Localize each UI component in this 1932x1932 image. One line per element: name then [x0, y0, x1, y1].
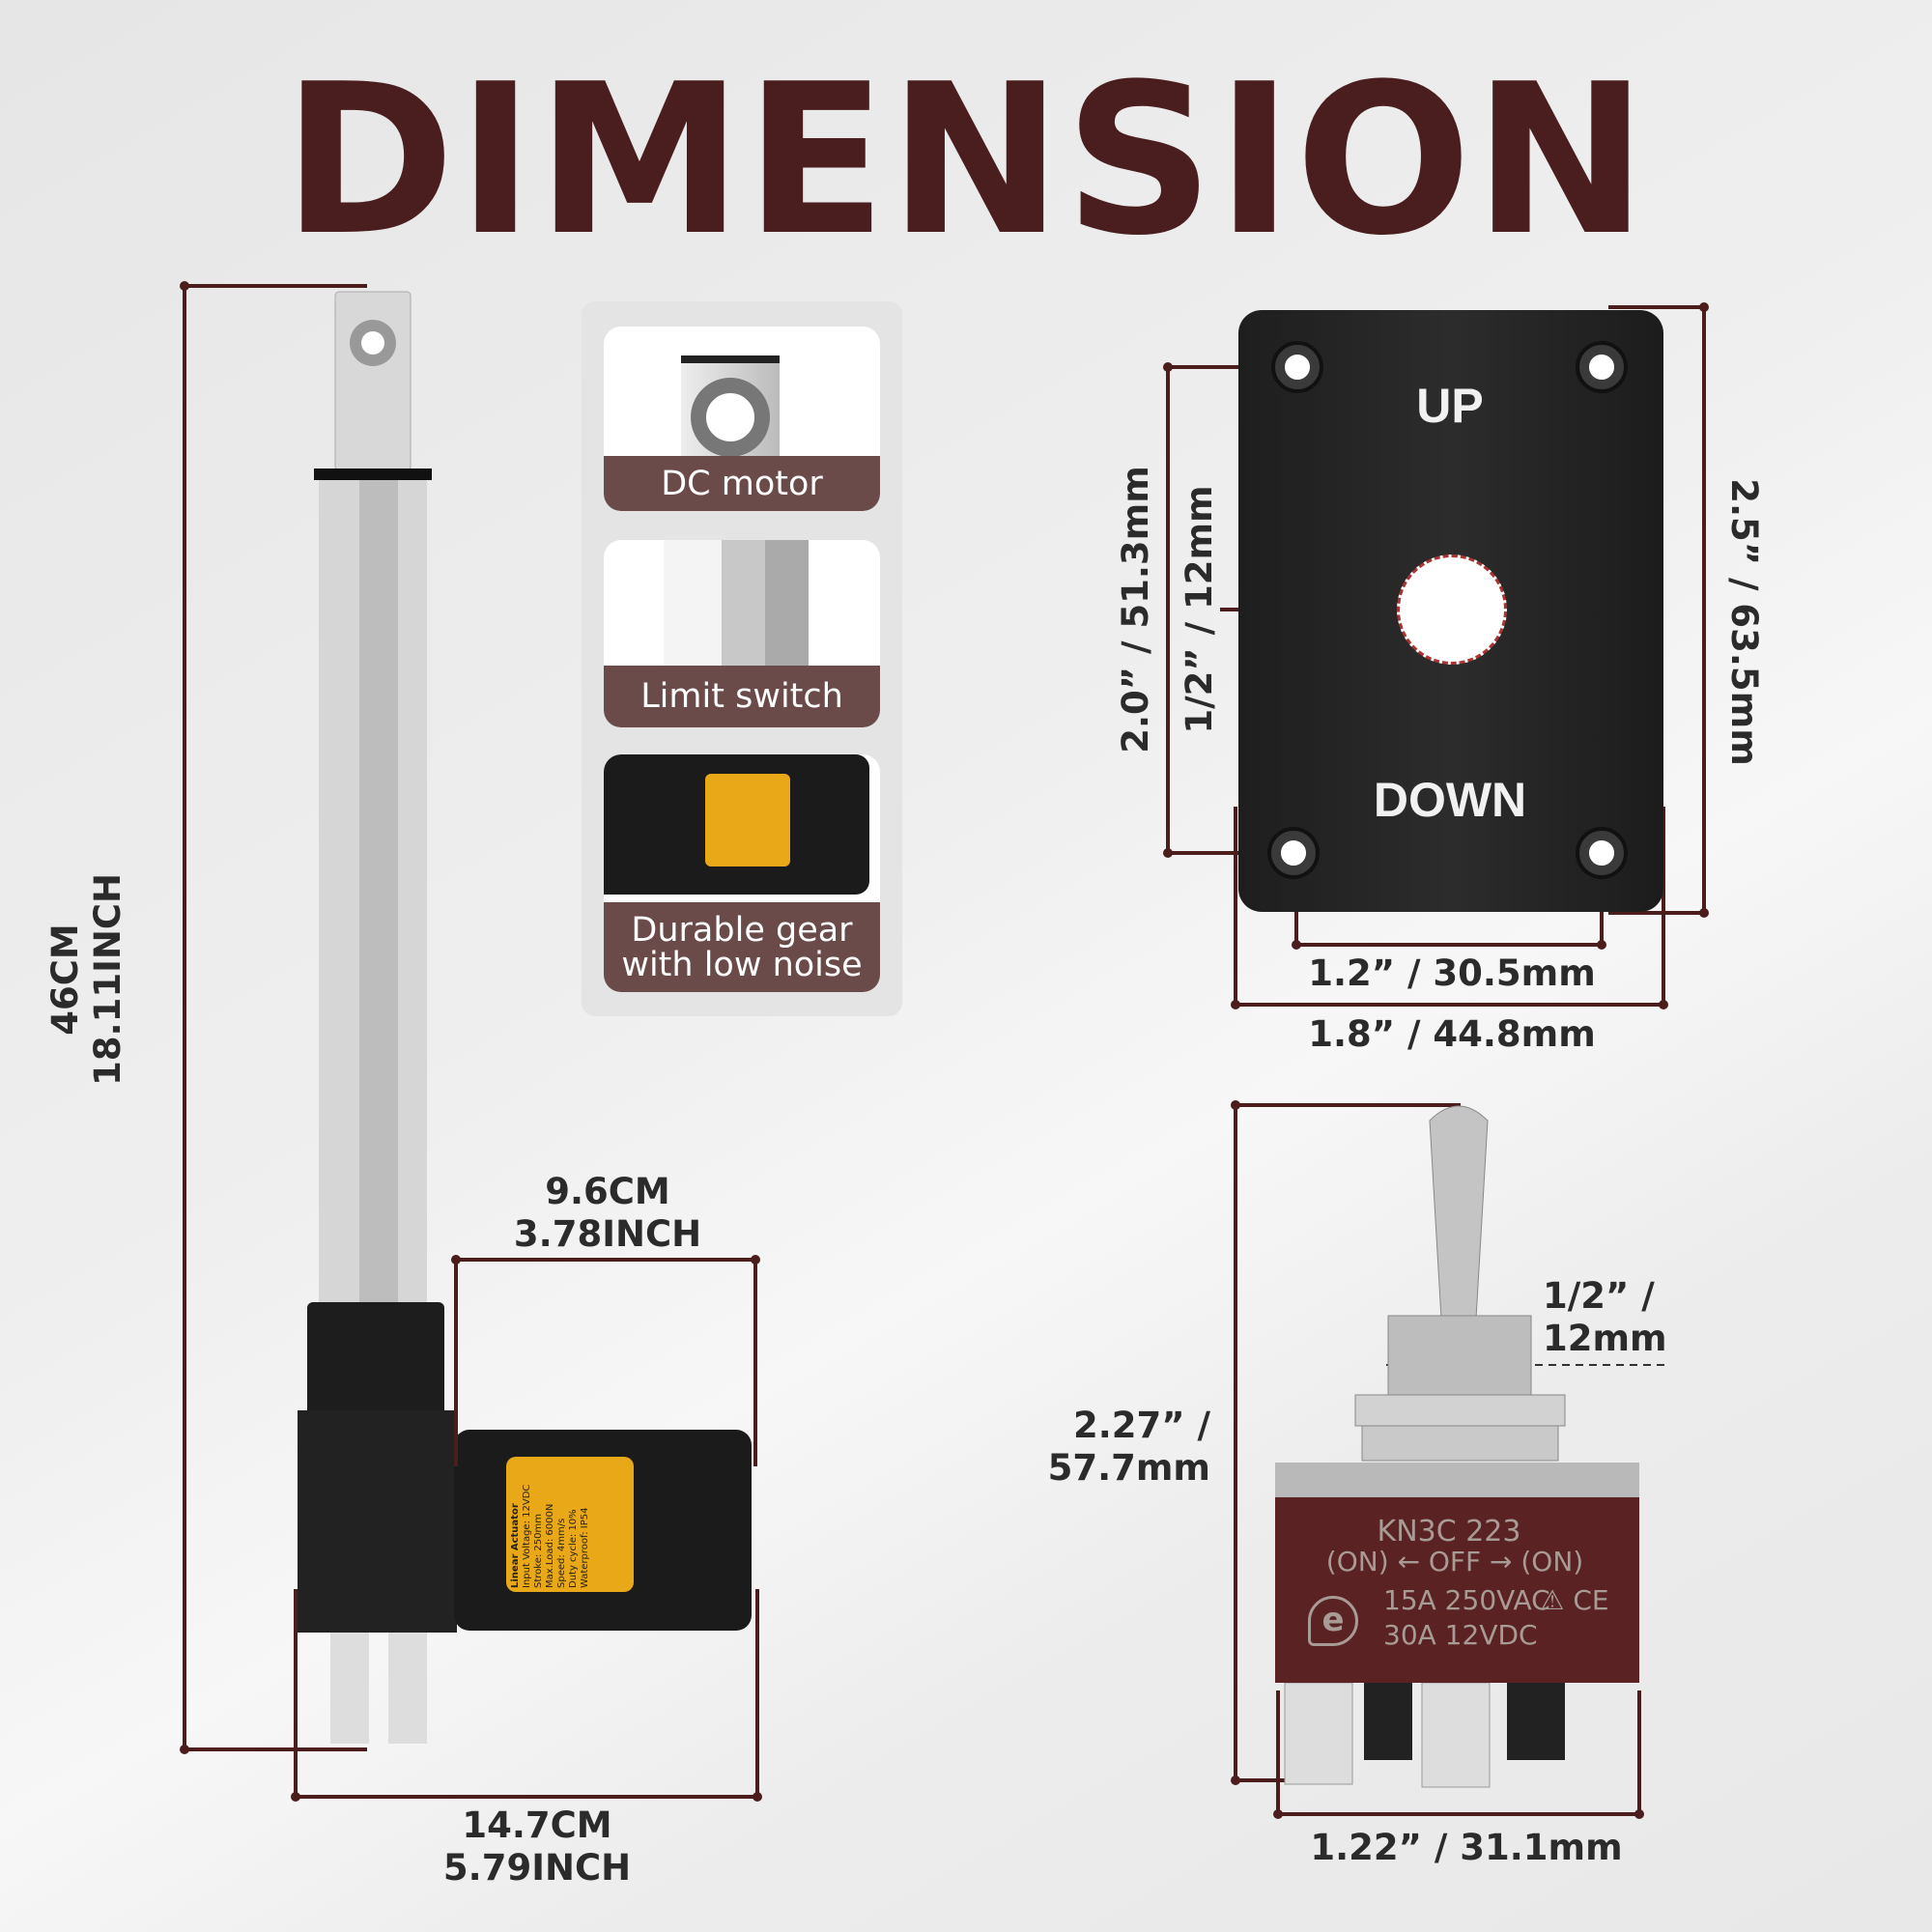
motor-sticker: Linear Actuator Input Voltage: 12VDC Str…	[510, 1461, 630, 1588]
length-inch: 18.11INCH	[87, 873, 128, 1086]
plate-width: 1.8” / 44.8mm	[1308, 1013, 1596, 1055]
sticker-line: Linear Actuator	[510, 1503, 521, 1588]
feature-label: Limit switch	[604, 666, 880, 727]
sticker-line: Max.Load: 6000N	[545, 1503, 555, 1588]
switch-plate: UP DOWN	[1238, 310, 1663, 912]
linear-actuator-illustration	[298, 291, 752, 1744]
switch-height-label: 2.27” / 57.7mm	[1048, 1405, 1210, 1490]
motor-width-label: 9.6CM 3.78INCH	[514, 1171, 701, 1256]
toggle-switch-body	[1275, 1463, 1639, 1683]
sticker-line: Duty cycle: 10%	[568, 1509, 579, 1588]
feature-card-gear: Durable gear with low noise	[604, 754, 880, 992]
ce-mark-icon: ⚠ CE	[1540, 1584, 1609, 1616]
mounting-hole	[1271, 831, 1316, 875]
switch-positions: (ON) ← OFF → (ON)	[1325, 1546, 1584, 1577]
switch-height-inch: 2.27” /	[1072, 1405, 1210, 1446]
mounting-hole	[1579, 345, 1624, 389]
plate-height: 2.5” / 63.5mm	[1723, 478, 1765, 766]
sticker-line: Speed: 4mm/s	[556, 1518, 567, 1588]
actuator-length-label: 46CM 18.11INCH	[44, 873, 129, 1086]
mounting-hole	[1579, 831, 1624, 875]
page-title: DIMENSION	[282, 39, 1650, 281]
switch-thread-label: 1/2” / 12mm	[1543, 1275, 1667, 1360]
sticker-line: Input Voltage: 12VDC	[522, 1484, 532, 1588]
eyelet-icon	[691, 378, 770, 457]
switch-rating-dc: 30A 12VDC	[1383, 1619, 1538, 1651]
mounting-hole	[1275, 345, 1320, 389]
motor-width-inch: 3.78INCH	[513, 1213, 702, 1255]
switch-model: KN3C 223	[1377, 1515, 1521, 1548]
rod-end-image	[681, 355, 780, 479]
toggle-switch-frame	[1275, 1463, 1639, 1497]
motor-image	[604, 754, 869, 895]
sticker-line: Waterproof: IP54	[580, 1507, 590, 1588]
up-label: UP	[1416, 379, 1484, 433]
plate-hole-spacing-horizontal: 1.2” / 30.5mm	[1308, 952, 1596, 994]
feature-card-limit-switch: Limit switch	[604, 540, 880, 727]
length-cm: 46CM	[44, 923, 86, 1036]
sticker-image	[705, 774, 790, 867]
switch-thread-inch: 1/2” /	[1543, 1275, 1655, 1317]
feature-label: DC motor	[604, 456, 880, 511]
motor-width-cm: 9.6CM	[545, 1171, 670, 1212]
sticker-line: Stroke: 250mm	[533, 1514, 544, 1588]
feature-panel: DC motor Limit switch Durable gear with …	[582, 301, 902, 1016]
plate-center-hole-size: 1/2” / 12mm	[1179, 485, 1220, 734]
switch-height-mm: 57.7mm	[1047, 1447, 1210, 1489]
switch-thread-mm: 12mm	[1543, 1318, 1667, 1359]
feature-label: Durable gear with low noise	[604, 902, 880, 992]
feature-card-dc-motor: DC motor	[604, 327, 880, 511]
plate-hole-spacing-vertical: 2.0” / 51.3mm	[1115, 466, 1156, 753]
total-width-label: 14.7CM 5.79INCH	[443, 1804, 631, 1889]
down-label: DOWN	[1373, 773, 1527, 827]
center-hole	[1397, 554, 1507, 665]
toggle-switch-illustration	[1284, 1105, 1566, 1788]
total-width-inch: 5.79INCH	[442, 1847, 632, 1889]
total-width-cm: 14.7CM	[462, 1804, 612, 1846]
switch-rating-ac: 15A 250VAC	[1383, 1584, 1550, 1616]
switch-width-label: 1.22” / 31.1mm	[1310, 1827, 1623, 1868]
e-mark-logo: e	[1308, 1596, 1358, 1646]
